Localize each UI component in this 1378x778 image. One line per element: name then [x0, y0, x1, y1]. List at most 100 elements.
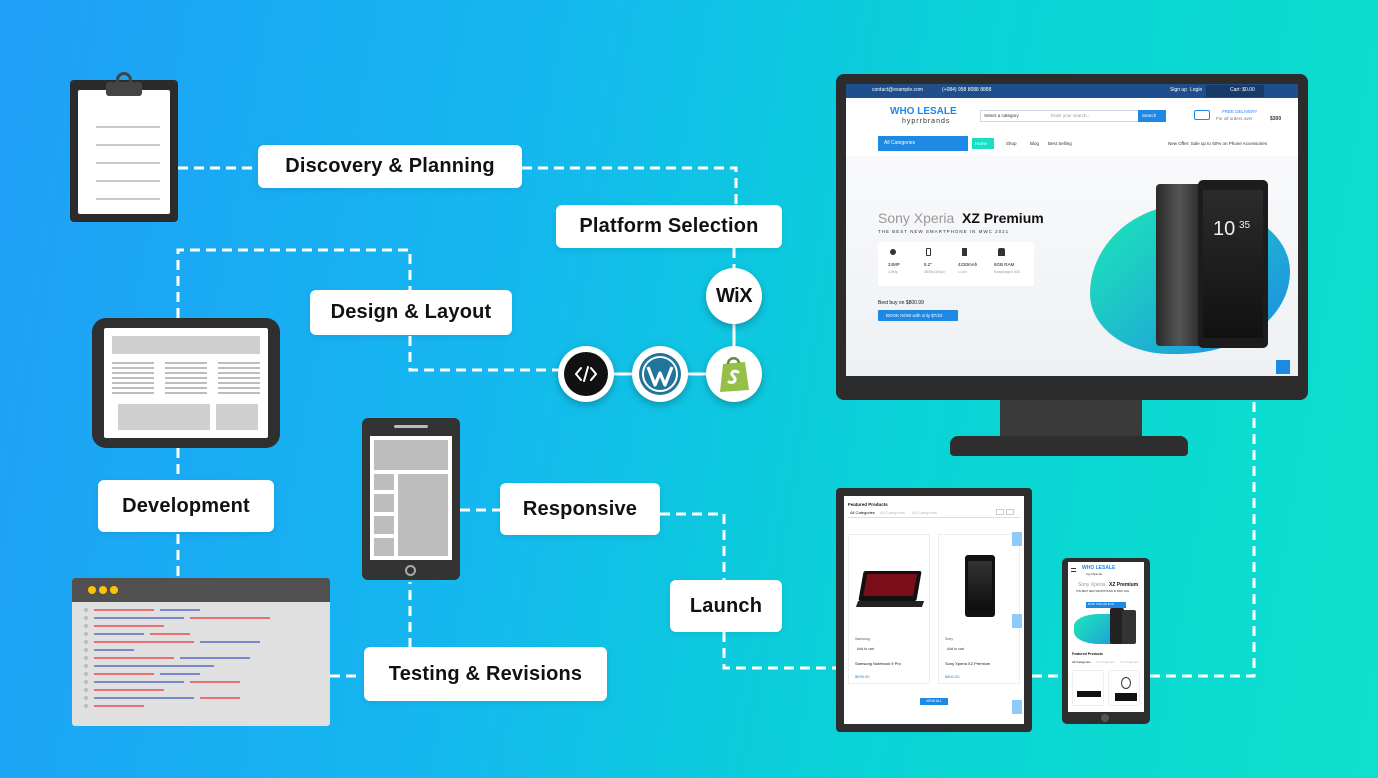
code-line-number [84, 656, 88, 660]
code-line [94, 641, 194, 643]
code-window-icon [72, 578, 330, 726]
line-mobile-monitor [1150, 400, 1256, 678]
nav-shop[interactable]: Shop [1006, 141, 1017, 146]
step-discovery-planning: Discovery & Planning [258, 145, 522, 188]
step-development: Development [98, 480, 274, 532]
code-line [190, 617, 270, 619]
truck-icon [1194, 110, 1210, 120]
tablet-product-card[interactable]: Samsung Add to cart Samsung Notebook 9 P… [848, 534, 930, 684]
code-line-number [84, 648, 88, 652]
clipboard-clip [106, 82, 142, 96]
code-line-number [84, 632, 88, 636]
wordpress-icon [632, 346, 688, 402]
delivery-title: FREE DELIVERY [1222, 109, 1258, 114]
monitor-neck [1000, 400, 1142, 438]
hero-specs: 24MP 2.6Mp 5.2" 3840x2160px 4230mAh Li-I… [878, 242, 1034, 286]
site-search-bar[interactable]: Select a category Enter your search... [980, 110, 1142, 122]
code-line [160, 609, 200, 611]
site-search-input[interactable]: Enter your search... [1051, 113, 1091, 118]
code-line [200, 697, 240, 699]
hero-sub: THE BEST NEW SMARTPHONE IN MWC 2021 [878, 229, 1010, 234]
site-category-select[interactable]: Select a category [984, 113, 1019, 118]
site-contact: contact@example.com [872, 87, 923, 93]
tablet-side-tab[interactable] [1012, 532, 1022, 546]
mobile-logo: WHO LESALE [1082, 565, 1116, 571]
hero-cta[interactable]: BOOK NOW with only $7/22 [878, 310, 958, 321]
nav-home[interactable]: Home [972, 138, 994, 149]
phone-wireframe-screen [370, 436, 452, 560]
layout-tablet-screen [104, 328, 268, 438]
tablet-product-card[interactable]: Sony Add to cart Sony Xperia XZ Premium … [938, 534, 1020, 684]
code-lines [72, 608, 330, 718]
code-line-number [84, 672, 88, 676]
mobile-product-card[interactable] [1108, 670, 1140, 706]
hero-brand: Sony Xperia [878, 210, 955, 226]
mobile-screen: WHO LESALE hyprrbrands Sony Xperia XZ Pr… [1068, 562, 1144, 712]
tablet-tab-0[interactable]: All Categories [850, 510, 875, 515]
site-login[interactable]: Login [1190, 87, 1203, 93]
mobile-home-button [1101, 714, 1109, 722]
all-categories-button[interactable]: All Categories [878, 136, 968, 151]
site-phone: (+084) 958 8088 8888 [942, 87, 992, 93]
site-topbar: contact@example.com (+084) 958 8088 8888… [846, 84, 1298, 98]
line-tablet-design [176, 248, 412, 318]
tablet-side-tab[interactable] [1012, 614, 1022, 628]
code-line-number [84, 664, 88, 668]
hero-phone-front: 10 35 [1198, 180, 1268, 348]
site-search-button[interactable]: Search [1138, 110, 1166, 122]
site-signup[interactable]: Sign up [1170, 87, 1187, 93]
line-responsive-launch [660, 512, 726, 580]
tablet-tab-1[interactable]: All Categories [880, 510, 905, 515]
nav-best-selling[interactable]: Best Selling [1048, 141, 1072, 146]
shopify-icon [706, 346, 762, 402]
phone-wireframe-icon [362, 418, 460, 580]
mobile-menu-icon[interactable] [1071, 568, 1076, 572]
line-discovery-platform [522, 166, 738, 205]
site-offer: New Offer: Sale up to 50% on Phone Acces… [1168, 141, 1267, 146]
code-line-number [84, 608, 88, 612]
code-line [94, 697, 194, 699]
delivery-sub: For all orders over [1216, 116, 1253, 121]
tablet-tab-2[interactable]: All Categories [912, 510, 937, 515]
code-line [94, 657, 174, 659]
step-responsive: Responsive [500, 483, 660, 535]
site-cart[interactable]: Cart: $0.00 [1230, 87, 1255, 93]
code-line [94, 609, 154, 611]
laptop-image [858, 571, 922, 601]
tablet-side-tab[interactable] [1012, 700, 1022, 714]
code-line [190, 681, 240, 683]
step-testing-revisions: Testing & Revisions [364, 647, 607, 701]
step-launch: Launch [670, 580, 782, 632]
mobile-product-card[interactable] [1072, 670, 1104, 706]
step-platform-selection: Platform Selection [556, 205, 782, 248]
mobile-mockup: WHO LESALE hyprrbrands Sony Xperia XZ Pr… [1062, 558, 1150, 724]
step-design-layout: Design & Layout [310, 290, 512, 335]
nav-blog[interactable]: Blog [1030, 141, 1040, 146]
line-launch-tablet [722, 632, 836, 670]
code-line [94, 649, 134, 651]
code-line-number [84, 704, 88, 708]
custom-code-icon [558, 346, 614, 402]
code-line [94, 665, 214, 667]
mobile-cta[interactable]: BOOK NOW with $7/22 [1086, 602, 1126, 608]
line-design-icons [408, 336, 560, 372]
clipboard-paper [78, 90, 170, 214]
code-line-number [84, 680, 88, 684]
wix-icon: WiX [706, 268, 762, 324]
code-line [180, 657, 250, 659]
desktop-screen: contact@example.com (+084) 958 8088 8888… [846, 84, 1298, 376]
tablet-mockup: Featured Products All Categories All Cat… [836, 488, 1032, 732]
code-line [94, 705, 144, 707]
code-line [94, 681, 184, 683]
tablet-view-all[interactable]: VIEW ALL [920, 698, 948, 705]
site-logo[interactable]: WHO LESALE hyprrbrands [890, 106, 957, 125]
clipboard-icon [70, 72, 178, 222]
site-search-fab[interactable] [1276, 360, 1290, 374]
hero-banner: Sony Xperia XZ Premium THE BEST NEW SMAR… [846, 156, 1298, 376]
desktop-monitor: contact@example.com (+084) 958 8088 8888… [836, 74, 1308, 400]
delivery-amount: $300 [1270, 116, 1282, 122]
code-line [94, 625, 164, 627]
code-line-number [84, 624, 88, 628]
code-line-number [84, 640, 88, 644]
